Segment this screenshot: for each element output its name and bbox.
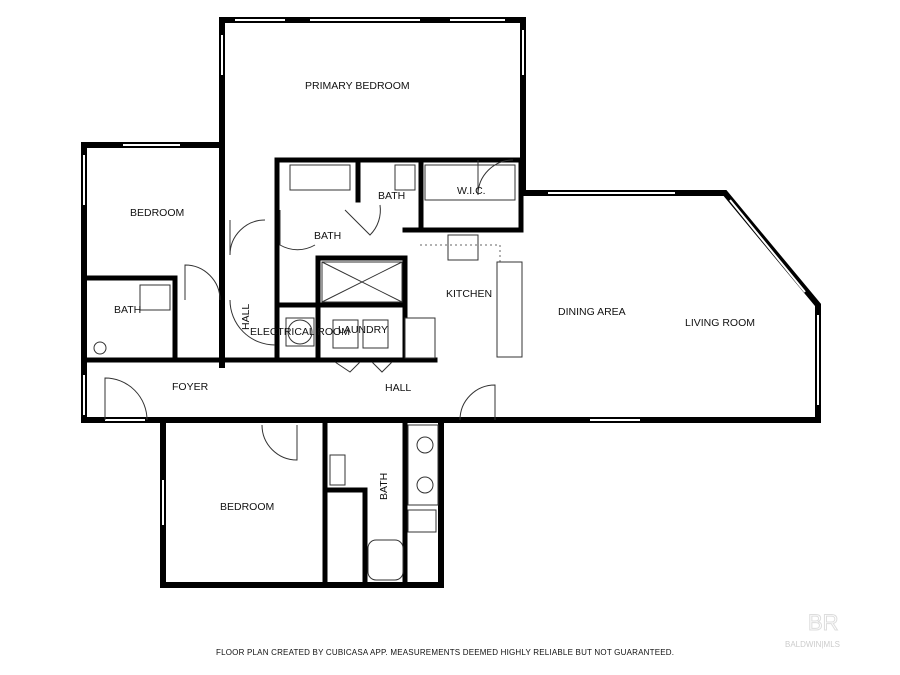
label-foyer: FOYER xyxy=(172,381,209,393)
label-bath-toilet: BATH xyxy=(378,190,405,202)
exterior-walls xyxy=(81,17,821,588)
watermark-logo: BR BALDWIN|MLS xyxy=(785,610,840,650)
label-bath-primary: BATH xyxy=(314,230,341,242)
label-kitchen: KITCHEN xyxy=(446,288,492,300)
svg-text:BR: BR xyxy=(808,610,839,635)
label-hall-vertical: HALL xyxy=(240,304,252,330)
label-primary-bedroom: PRIMARY BEDROOM xyxy=(305,80,410,92)
watermark-text: BALDWIN|MLS xyxy=(785,640,840,649)
label-wic: W.I.C. xyxy=(457,185,486,197)
room-labels: PRIMARY BEDROOM BEDROOM BATH BATH W.I.C.… xyxy=(114,80,755,513)
doors xyxy=(104,159,514,461)
label-laundry: LAUNDRY xyxy=(338,324,388,336)
footer-disclaimer: FLOOR PLAN CREATED BY CUBICASA APP. MEAS… xyxy=(216,648,674,657)
label-dining-area: DINING AREA xyxy=(558,306,626,318)
label-electrical-room: ELECTRICAL ROOM xyxy=(250,326,350,338)
label-hall: HALL xyxy=(385,382,411,394)
label-living-room: LIVING ROOM xyxy=(685,317,755,329)
label-bedroom-bottom: BEDROOM xyxy=(220,501,274,513)
label-bath-bottom: BATH xyxy=(378,473,390,500)
fixtures xyxy=(93,164,523,581)
label-bath-left: BATH xyxy=(114,304,141,316)
label-bedroom-left: BEDROOM xyxy=(130,207,184,219)
interior-walls xyxy=(81,157,524,588)
windows xyxy=(83,19,819,525)
